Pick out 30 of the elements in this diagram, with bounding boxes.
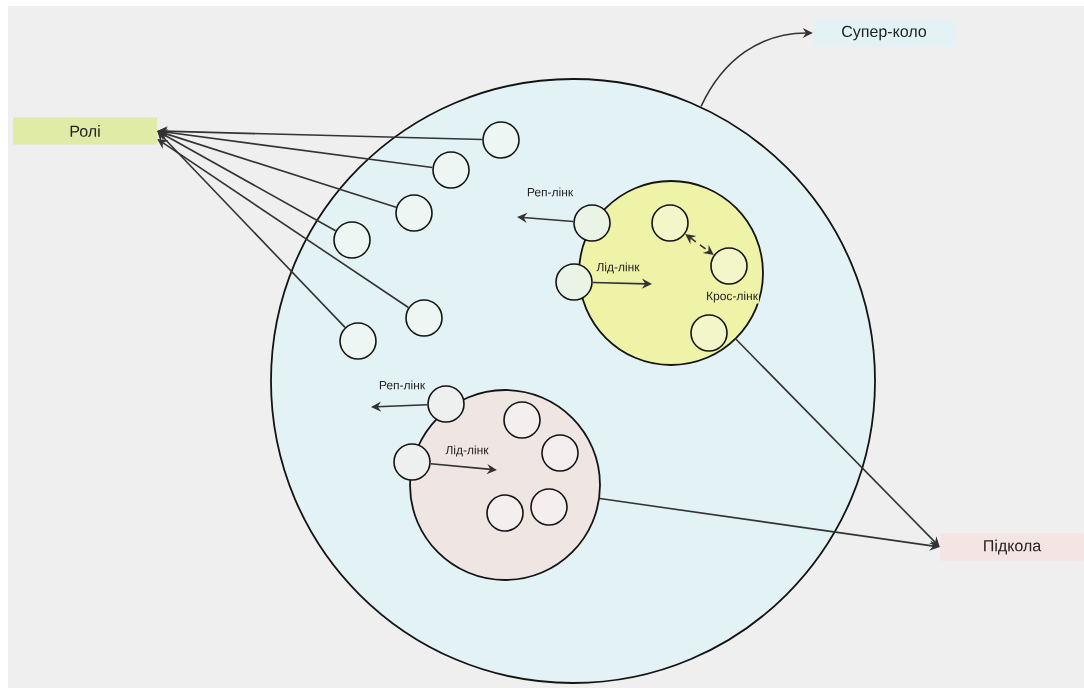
- small-circle: [432, 151, 470, 189]
- arrow: [157, 139, 410, 309]
- label-box: Підкола: [940, 533, 1084, 561]
- small-circle: [530, 488, 568, 526]
- edge-label: Лід-лінк: [595, 261, 641, 275]
- small-circle: [405, 299, 443, 337]
- small-circle: [333, 221, 371, 259]
- small-circle: [573, 204, 611, 242]
- label-box: Супер-коло: [813, 19, 955, 47]
- arrow: [735, 338, 940, 547]
- small-circle: [541, 434, 579, 472]
- small-circle: [503, 401, 541, 439]
- small-circle: [690, 314, 728, 352]
- small-circle: [339, 322, 377, 360]
- arrow: [157, 131, 346, 329]
- arrow: [157, 131, 337, 232]
- small-circle: [710, 247, 748, 285]
- small-circle: [482, 121, 520, 159]
- small-circle: [393, 443, 431, 481]
- small-circle: [486, 494, 524, 532]
- small-circle: [395, 194, 433, 232]
- edge-label: Реп-лінк: [377, 379, 427, 391]
- label-box: Ролі: [13, 117, 157, 145]
- small-circle: [651, 204, 689, 242]
- edge-label: Лід-лінк: [444, 444, 490, 458]
- edge-label: Крос-лінк: [705, 290, 759, 304]
- small-circle: [555, 263, 593, 301]
- small-circle: [427, 385, 465, 423]
- dashed-arrow: [685, 234, 714, 255]
- edge-label: Реп-лінк: [525, 186, 575, 198]
